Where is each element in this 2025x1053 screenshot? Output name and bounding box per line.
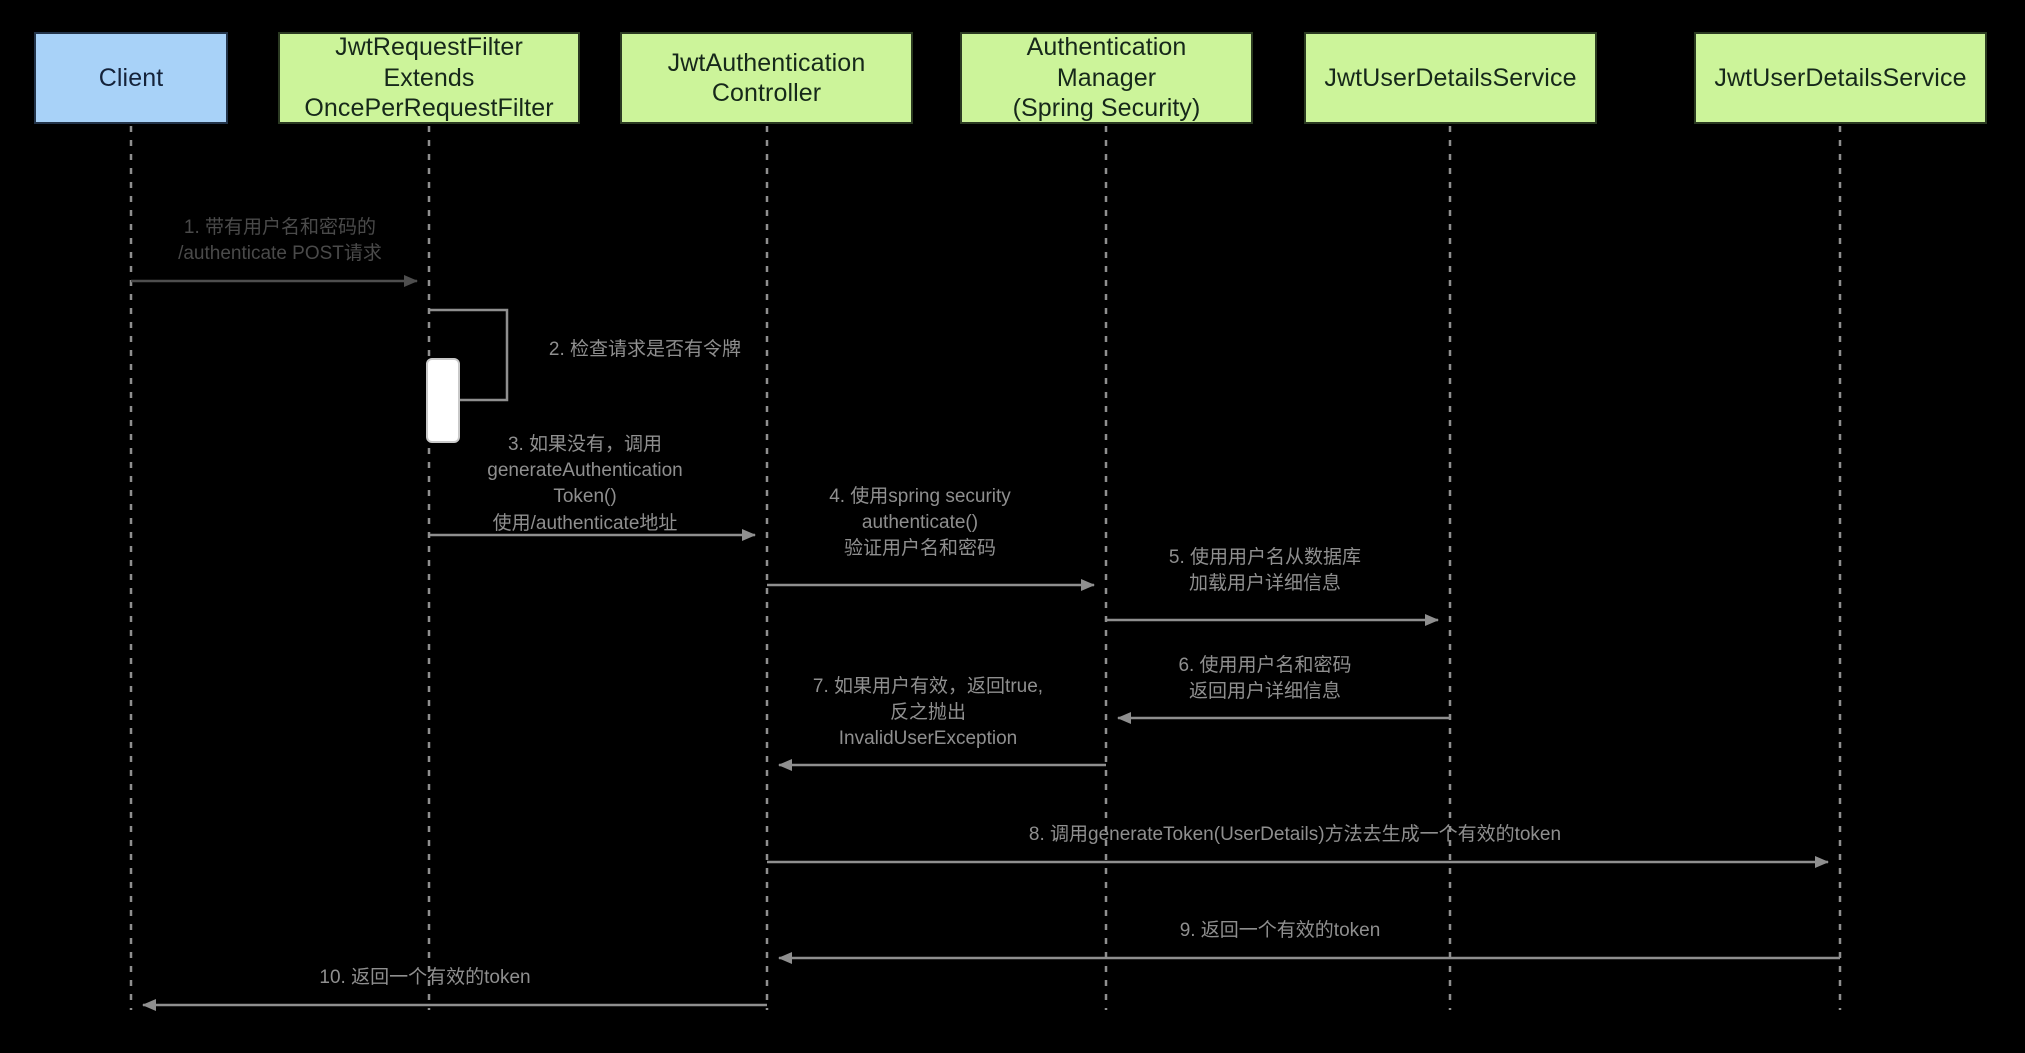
participant-authentication-manager-label: Authentication Manager (Spring Security) xyxy=(1012,33,1201,123)
participant-authentication-manager[interactable]: Authentication Manager (Spring Security) xyxy=(960,32,1253,124)
participant-client-label: Client xyxy=(98,63,164,92)
participant-jwt-request-filter-label: JwtRequestFilter Extends OncePerRequestF… xyxy=(304,33,554,123)
participant-jwt-user-details-service-2[interactable]: JwtUserDetailsService xyxy=(1694,32,1987,124)
lifelines xyxy=(129,126,1842,1010)
participant-client[interactable]: Client xyxy=(34,32,228,124)
message-arrow-2 xyxy=(429,308,509,406)
participant-jwt-user-details-service-1[interactable]: JwtUserDetailsService xyxy=(1304,32,1597,124)
participant-jwt-authentication-controller-label: JwtAuthentication Controller xyxy=(667,48,866,108)
participant-jwt-user-details-service-2-label: JwtUserDetailsService xyxy=(1714,63,1967,92)
participant-jwt-user-details-service-1-label: JwtUserDetailsService xyxy=(1324,63,1577,92)
participant-jwt-request-filter[interactable]: JwtRequestFilter Extends OncePerRequestF… xyxy=(278,32,580,124)
activation-bar-jwt-request-filter xyxy=(426,358,460,443)
participant-jwt-authentication-controller[interactable]: JwtAuthentication Controller xyxy=(620,32,913,124)
